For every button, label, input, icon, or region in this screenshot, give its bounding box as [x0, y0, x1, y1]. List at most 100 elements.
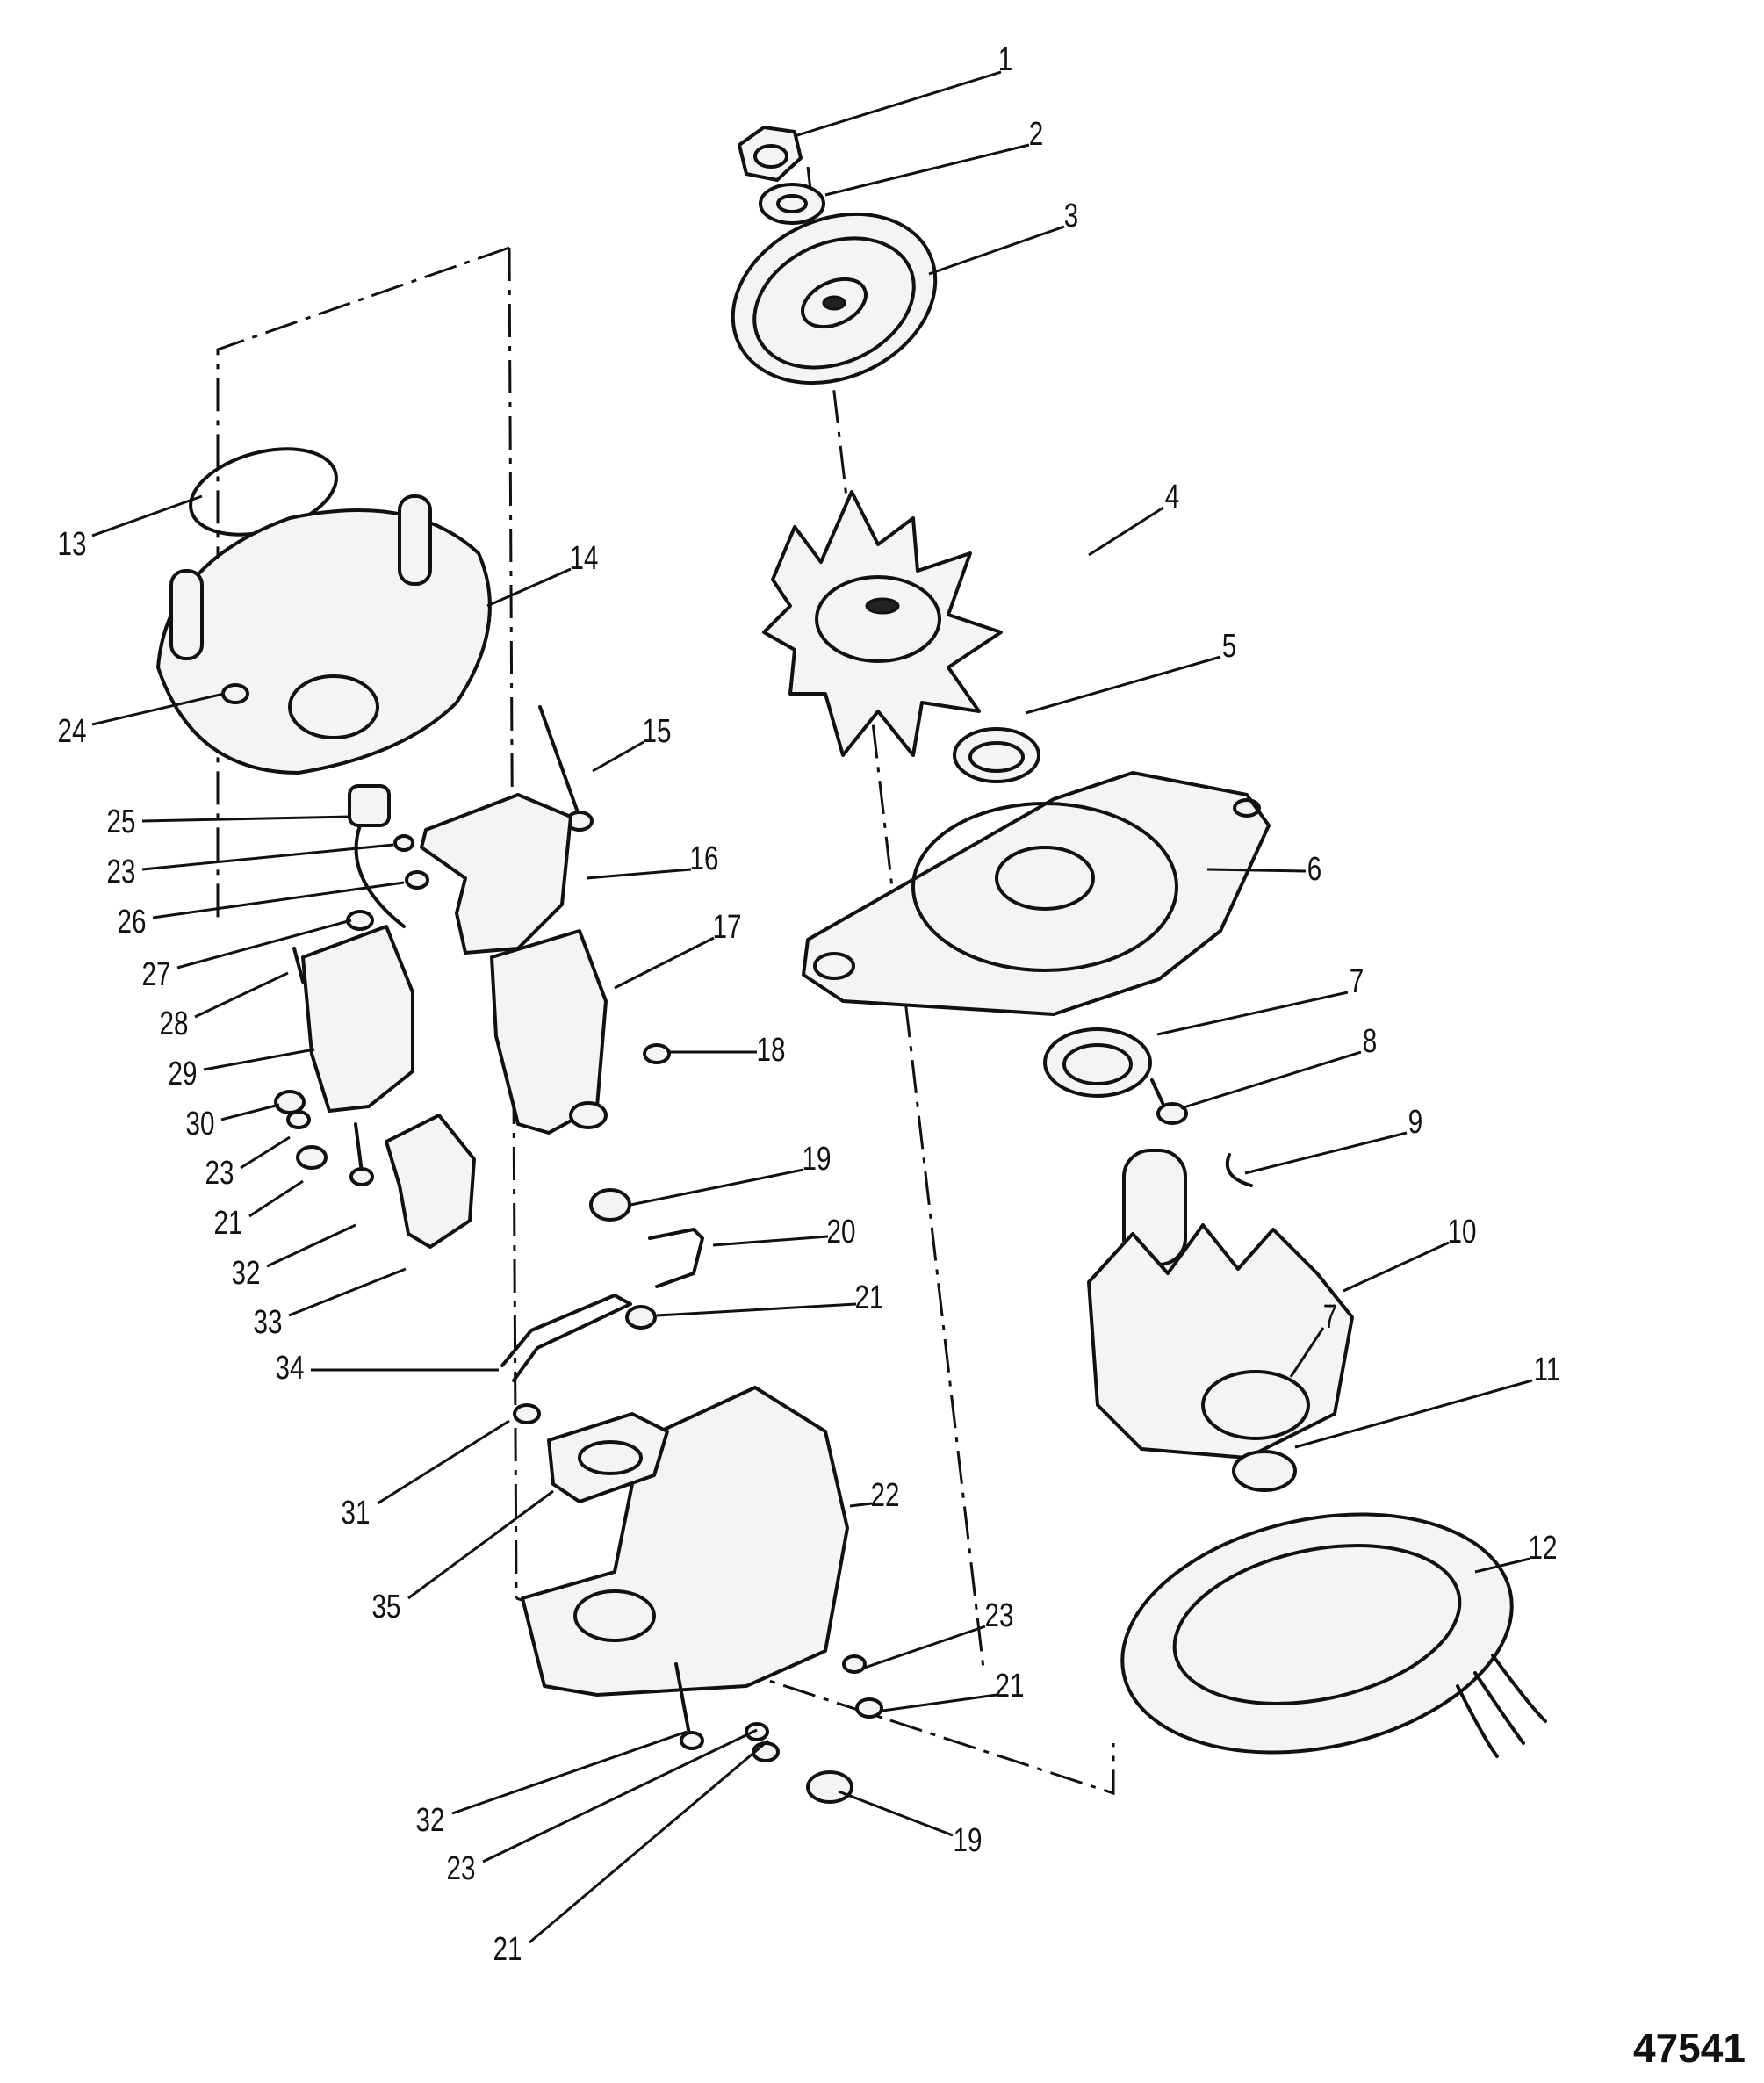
gasket-part-35 [547, 1412, 669, 1503]
callout-label-c6: 6 [1307, 851, 1321, 888]
figure-number: 47541 [1633, 2025, 1746, 2071]
leader-line-c24 [91, 692, 225, 726]
callout-label-c33: 33 [254, 1304, 283, 1341]
leader-line-c32 [266, 1223, 356, 1268]
leader-line-c14 [486, 567, 572, 608]
callout-label-c17: 17 [713, 909, 742, 946]
callout-label-c20: 20 [827, 1214, 856, 1251]
lower-small-parts [674, 1662, 883, 1804]
callout-label-c7b: 7 [1323, 1299, 1337, 1336]
leader-line-c21d [529, 1739, 769, 1944]
callout-label-c11: 11 [1534, 1351, 1561, 1388]
leader-line-c23d [482, 1728, 758, 1863]
callout-label-c32: 32 [232, 1255, 261, 1292]
capacitor-part-25 [348, 784, 406, 928]
leader-line-c22 [849, 1502, 873, 1508]
nut-part-19 [589, 1188, 631, 1222]
callout-label-c23b: 23 [107, 854, 136, 890]
callout-label-c21: 21 [855, 1279, 884, 1316]
leader-line-c16 [586, 868, 692, 880]
leader-line-c20 [712, 1235, 829, 1247]
screw-part-27 [346, 910, 374, 931]
leader-line-c2 [824, 143, 1030, 197]
callout-label-c8: 8 [1363, 1023, 1377, 1060]
callout-label-c18: 18 [757, 1032, 786, 1069]
callout-label-c24: 24 [58, 713, 87, 750]
callout-label-c14: 14 [570, 540, 599, 577]
callout-label-c22: 22 [871, 1477, 900, 1514]
leader-line-c27 [176, 919, 352, 969]
stator-part-12 [1120, 1512, 1547, 1758]
regulator-part-29 [301, 925, 414, 1113]
leader-line-c19 [630, 1168, 804, 1207]
leader-line-c19b [838, 1790, 954, 1837]
leader-line-c4 [1088, 506, 1164, 557]
leader-line-c21c [248, 1179, 304, 1218]
screw-part-26 [405, 870, 429, 890]
leader-line-c7 [1156, 991, 1349, 1036]
callout-label-c1: 1 [998, 41, 1012, 78]
leader-line-c28 [194, 971, 289, 1019]
clip-part-20 [648, 1228, 704, 1288]
callout-label-c35: 35 [372, 1589, 401, 1625]
bracket-part-16 [420, 793, 572, 955]
callout-label-c34: 34 [276, 1350, 305, 1387]
callout-label-c26: 26 [118, 904, 147, 941]
callout-label-c19b: 19 [954, 1822, 983, 1859]
spacer-part-5 [953, 727, 1040, 783]
callout-label-c10: 10 [1448, 1214, 1477, 1251]
drive-end-frame-part-6 [802, 771, 1271, 1016]
leader-line-c3 [928, 225, 1065, 276]
leader-line-c32b [451, 1730, 688, 1815]
leader-line-c23c [240, 1135, 291, 1170]
screw-part-28 [292, 947, 305, 984]
leader-line-c10 [1343, 1241, 1450, 1293]
leader-line-c33 [288, 1267, 407, 1317]
leader-line-c12 [1474, 1557, 1530, 1574]
brush-holder-part-33 [385, 1114, 476, 1249]
callout-label-c23d: 23 [447, 1850, 476, 1887]
hex-nut-part-1 [738, 126, 803, 182]
leader-line-c31 [377, 1419, 510, 1505]
washers-part-23 [286, 834, 867, 1741]
fan-part-4 [762, 490, 1003, 757]
rectifier-part-17 [490, 929, 608, 1135]
callout-label-c23c: 23 [205, 1155, 234, 1192]
callout-label-c29: 29 [169, 1056, 198, 1092]
leader-line-c21 [656, 1302, 857, 1317]
callout-label-c21c: 21 [214, 1205, 243, 1242]
callout-label-c27: 27 [142, 956, 171, 993]
leader-line-c11 [1294, 1379, 1533, 1449]
callout-label-c21b: 21 [996, 1668, 1025, 1705]
leader-line-c13 [91, 494, 203, 537]
leader-line-c25 [141, 815, 350, 823]
leader-line-c9 [1244, 1131, 1408, 1175]
callout-label-c32b: 32 [416, 1802, 445, 1839]
screw-part-18 [643, 1043, 671, 1064]
collar-part-11 [1232, 1450, 1297, 1492]
leader-line-c21b [882, 1693, 997, 1712]
leader-line-c17 [614, 936, 715, 990]
callout-label-c12: 12 [1529, 1530, 1558, 1567]
through-bolt-part-15 [538, 705, 594, 832]
callout-label-c9: 9 [1408, 1104, 1422, 1141]
callout-label-c31: 31 [342, 1495, 371, 1532]
leader-line-c29 [203, 1048, 315, 1071]
leader-line-c6 [1206, 868, 1307, 873]
callout-label-c30: 30 [186, 1106, 215, 1142]
callout-label-c3: 3 [1064, 198, 1078, 234]
nut-part-21 [625, 1305, 657, 1330]
leader-line-c15 [592, 740, 644, 773]
leader-line-c7b [1289, 1327, 1325, 1378]
callout-label-c19: 19 [803, 1141, 832, 1178]
callout-leaders [91, 70, 1533, 1944]
bolt-part-32 [349, 1122, 374, 1186]
rotor-part-10 [1087, 1149, 1354, 1460]
washer-part-2 [759, 183, 825, 225]
leader-line-c23 [861, 1625, 986, 1670]
callout-label-c7: 7 [1350, 963, 1364, 1000]
callout-label-c4: 4 [1165, 479, 1179, 515]
small-parts-30-21 [274, 1090, 328, 1170]
leader-line-c8 [1180, 1050, 1362, 1110]
